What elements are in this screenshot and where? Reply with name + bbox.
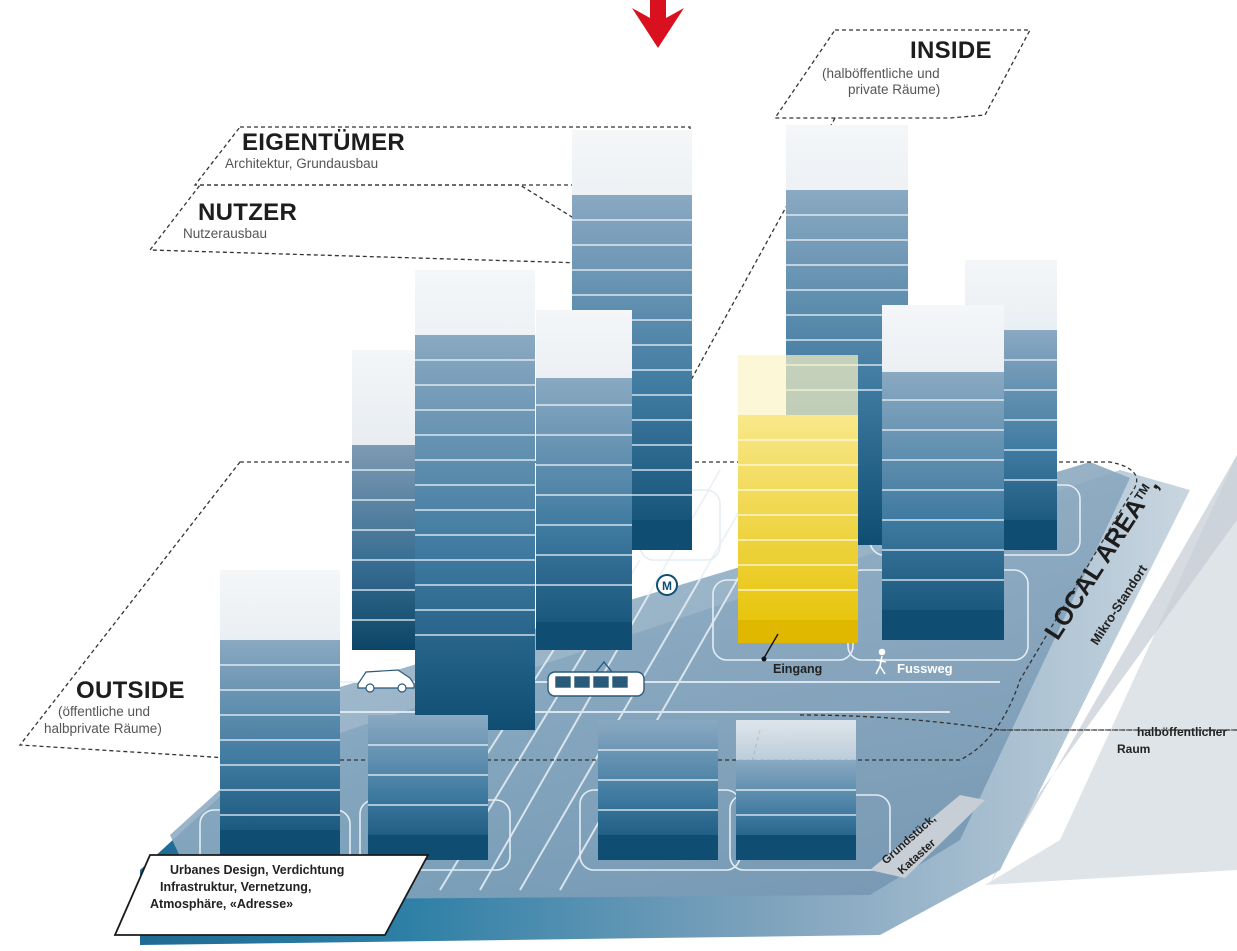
down-arrow-icon <box>632 0 684 48</box>
tram-icon <box>547 660 645 697</box>
urbanes-line-2: Infrastruktur, Vernetzung, <box>160 880 312 894</box>
inside-sub-1: (halböffentliche und <box>822 66 940 81</box>
building-highlight-yellow <box>738 355 858 643</box>
halboeffentlich-line-1: halböffentlicher <box>1137 725 1228 739</box>
building-front-low-2 <box>598 720 718 860</box>
pedestrian-icon <box>875 648 887 675</box>
outside-title: OUTSIDE <box>76 677 185 704</box>
urbanes-box <box>113 854 430 936</box>
local-area-backdrop <box>985 455 1237 885</box>
building-front-low-1 <box>368 715 488 860</box>
fussweg-label: Fussweg <box>897 661 953 676</box>
metro-icon: M <box>656 574 678 596</box>
outside-callout <box>18 461 1138 761</box>
eigentuemer-sub: Architektur, Grundausbau <box>225 156 379 171</box>
building-tower-left <box>352 270 535 730</box>
building-front-low-3 <box>736 720 856 860</box>
outside-sub-1: (öffentliche und <box>58 704 151 719</box>
urbanes-line-1: Urbanes Design, Verdichtung <box>170 863 345 877</box>
inside-title: INSIDE <box>910 37 992 64</box>
nutzer-sub: Nutzerausbau <box>183 226 268 241</box>
eigentuemer-title: EIGENTÜMER <box>242 129 406 156</box>
building-right-mid <box>882 305 1004 640</box>
eingang-pointer <box>761 633 779 662</box>
eingang-label: Eingang <box>773 662 823 676</box>
urbanes-line-3: Atmosphäre, «Adresse» <box>150 897 294 911</box>
halboeffentlich-line-2: Raum <box>1117 742 1151 756</box>
svg-text:M: M <box>662 579 672 593</box>
inside-sub-2: private Räume) <box>848 82 941 97</box>
nutzer-title: NUTZER <box>198 199 298 226</box>
building-front-left <box>220 570 340 860</box>
grundstueck-tag <box>870 795 985 878</box>
outside-sub-2: halbprivate Räume) <box>44 721 162 736</box>
building-center-left <box>536 310 632 650</box>
car-icon <box>357 669 415 693</box>
